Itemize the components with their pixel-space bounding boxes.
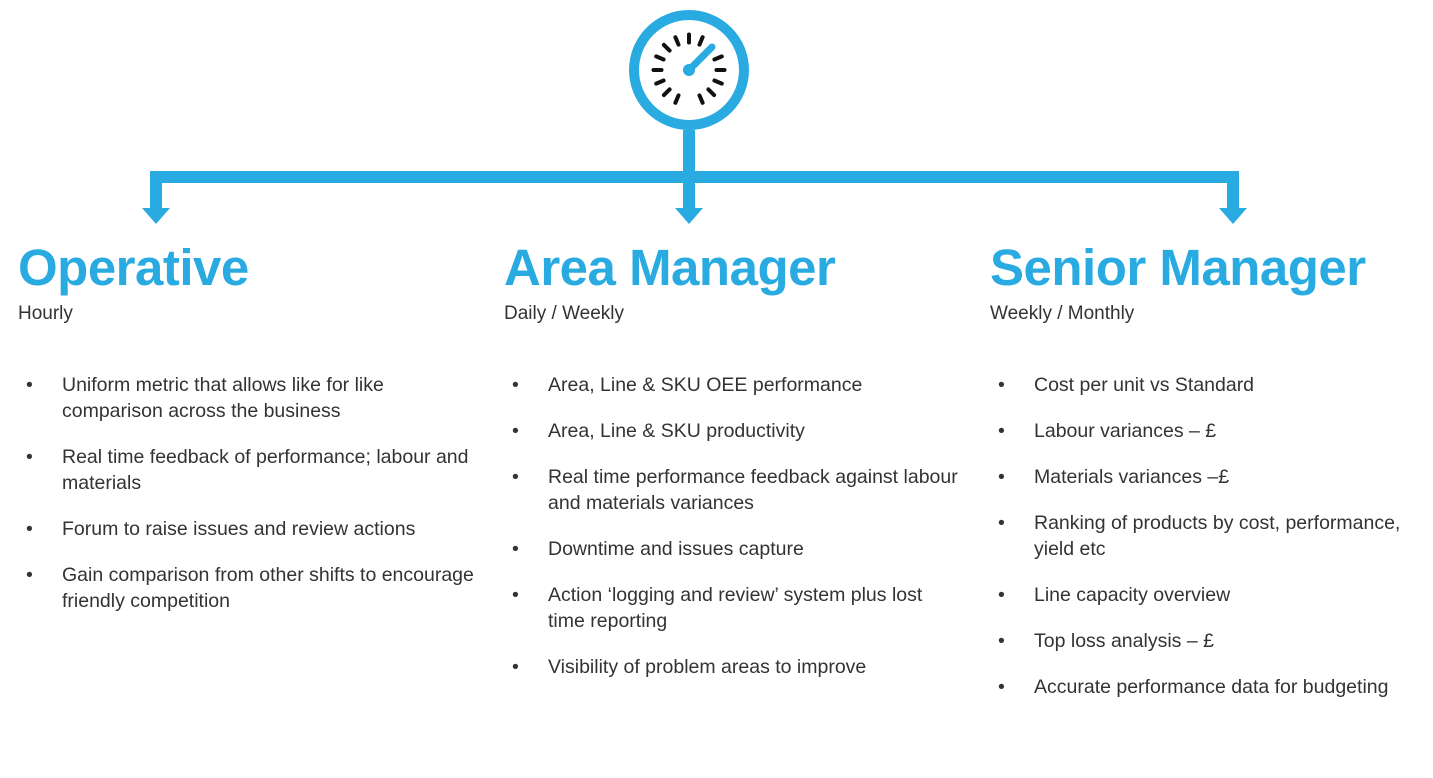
list-item: • Uniform metric that allows like for lik… xyxy=(18,372,488,424)
list-item: • Line capacity overview xyxy=(990,582,1430,608)
bullet-point-icon: • xyxy=(998,630,1005,652)
bullet-point-icon: • xyxy=(998,374,1005,396)
column-frequency: Hourly xyxy=(18,303,73,324)
arrow-operative-icon xyxy=(142,208,170,224)
bullet-point-icon: • xyxy=(512,538,519,560)
hierarchy-connector xyxy=(142,10,1247,224)
list-item: • Real time performance feedback against … xyxy=(504,464,974,516)
list-item: • Real time feedback of performance; labo… xyxy=(18,444,488,496)
list-item: • Area, Line & SKU OEE performance xyxy=(504,372,974,398)
list-item-text: Top loss analysis – £ xyxy=(1034,630,1214,652)
list-item: • Cost per unit vs Standard xyxy=(990,372,1430,398)
bullet-point-icon: • xyxy=(26,518,33,540)
column-frequency: Daily / Weekly xyxy=(504,303,625,324)
bullet-list: • Area, Line & SKU OEE performance • Area, … xyxy=(504,372,974,680)
list-item-text: Real time feedback of performance; labou… xyxy=(62,446,469,494)
list-item-text: Downtime and issues capture xyxy=(548,538,804,560)
list-item: • Accurate performance data for budgeting xyxy=(990,674,1430,700)
list-item-text: Uniform metric that allows like for like… xyxy=(62,374,384,422)
bullet-point-icon: • xyxy=(998,676,1005,698)
bullet-point-icon: • xyxy=(512,374,519,396)
column-area-manager: Area Manager Daily / Weekly • Area, Line … xyxy=(504,238,974,700)
bullet-point-icon: • xyxy=(998,466,1005,488)
list-item-text: Action ‘logging and review’ system plus … xyxy=(548,584,923,632)
bullet-point-icon: • xyxy=(26,446,33,468)
list-item: • Gain comparison from other shifts to en… xyxy=(18,562,488,614)
list-item: • Ranking of products by cost, performanc… xyxy=(990,510,1430,562)
list-item-text: Accurate performance data for budgeting xyxy=(1034,676,1389,698)
connector-arrowheads xyxy=(142,208,1247,224)
speedometer-gauge-icon xyxy=(629,10,749,130)
bullet-point-icon: • xyxy=(998,512,1005,534)
list-item-text: Ranking of products by cost, performance… xyxy=(1034,512,1401,560)
column-operative: Operative Hourly • Uniform metric that al… xyxy=(18,238,488,634)
bullet-point-icon: • xyxy=(998,584,1005,606)
list-item: • Labour variances – £ xyxy=(990,418,1430,444)
bullet-list: • Cost per unit vs Standard • Labour varian… xyxy=(990,372,1430,700)
column-title: Senior Manager xyxy=(990,239,1366,296)
list-item: • Materials variances –£ xyxy=(990,464,1430,490)
bullet-point-icon: • xyxy=(26,564,33,586)
list-item-text: Labour variances – £ xyxy=(1034,420,1217,442)
list-item: • Action ‘logging and review’ system plus… xyxy=(504,582,974,634)
list-item-text: Area, Line & SKU OEE performance xyxy=(548,374,863,396)
list-item-text: Cost per unit vs Standard xyxy=(1034,374,1255,396)
list-item-text: Line capacity overview xyxy=(1034,584,1231,606)
list-item-text: Real time performance feedback against l… xyxy=(548,466,958,514)
bullet-point-icon: • xyxy=(512,420,519,442)
list-item-text: Area, Line & SKU productivity xyxy=(548,420,805,442)
list-item: • Downtime and issues capture xyxy=(504,536,974,562)
arrow-area-manager-icon xyxy=(675,208,703,224)
list-item: • Visibility of problem areas to improve xyxy=(504,654,974,680)
column-title: Operative xyxy=(18,239,249,296)
bullet-point-icon: • xyxy=(26,374,33,396)
bullet-point-icon: • xyxy=(998,420,1005,442)
bullet-point-icon: • xyxy=(512,656,519,678)
bullet-list: • Uniform metric that allows like for lik… xyxy=(18,372,488,614)
list-item-text: Materials variances –£ xyxy=(1034,466,1230,488)
list-item: • Area, Line & SKU productivity xyxy=(504,418,974,444)
list-item: • Top loss analysis – £ xyxy=(990,628,1430,654)
column-frequency: Weekly / Monthly xyxy=(990,303,1135,324)
bullet-point-icon: • xyxy=(512,584,519,606)
arrow-senior-manager-icon xyxy=(1219,208,1247,224)
column-title: Area Manager xyxy=(504,239,836,296)
list-item-text: Visibility of problem areas to improve xyxy=(548,656,867,678)
column-senior-manager: Senior Manager Weekly / Monthly • Cost pe… xyxy=(990,238,1430,720)
bullet-point-icon: • xyxy=(512,466,519,488)
list-item-text: Gain comparison from other shifts to enc… xyxy=(62,564,474,612)
connector-lines xyxy=(150,130,1239,212)
list-item: • Forum to raise issues and review action… xyxy=(18,516,488,542)
list-item-text: Forum to raise issues and review actions xyxy=(62,518,416,540)
